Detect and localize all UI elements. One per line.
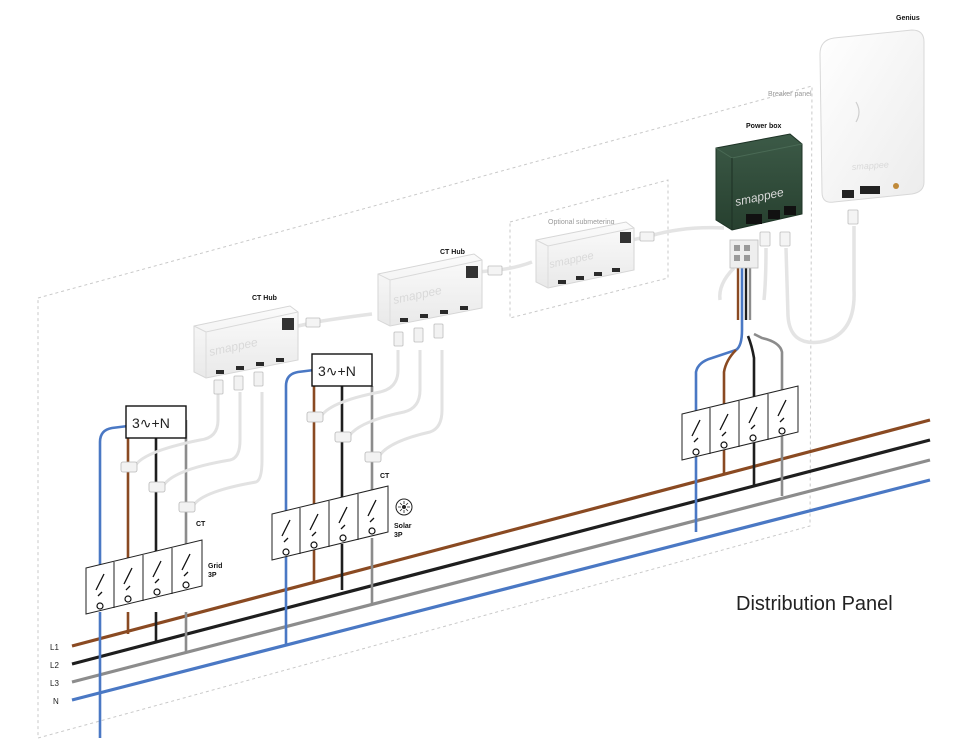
solar-breaker-block	[271, 485, 389, 561]
breaker-panel-label: Breaker panel	[768, 91, 812, 98]
bus-line-n	[71, 478, 931, 702]
solar-three-phase-box	[311, 353, 373, 387]
breaker-switch	[719, 413, 729, 437]
bus-lines	[71, 418, 931, 702]
grid-3p-label: 3P	[208, 572, 217, 579]
breaker-switch	[691, 419, 701, 443]
breaker-switch	[309, 513, 319, 537]
bus-line-l2	[71, 438, 931, 666]
breaker-switch	[748, 406, 758, 430]
sun-icon	[395, 498, 413, 516]
solar-three-phase-label: 3∿+N	[318, 363, 356, 379]
grid-three-phase-box	[125, 405, 187, 439]
breaker-switch	[281, 519, 291, 543]
solar-label: Solar	[394, 523, 412, 530]
grid-breaker-block	[85, 539, 203, 615]
solar-ct-label: CT	[380, 473, 390, 480]
breaker-switch	[123, 567, 133, 591]
breaker-switch	[152, 560, 162, 584]
genius-brand: smappee	[851, 159, 889, 172]
genius-device: smappee	[819, 29, 925, 203]
solar-ct-cables	[318, 350, 444, 459]
bus-label-l2: L2	[50, 661, 59, 670]
ct-hub-left: smappee	[193, 305, 299, 395]
power-box-connector	[729, 239, 759, 269]
ct-hub-left-label: CT Hub	[252, 295, 277, 302]
optional-submetering-outline	[509, 179, 669, 319]
rj-plugs	[305, 209, 859, 328]
breaker-switch	[777, 399, 787, 423]
power-box: smappee	[715, 133, 803, 231]
breaker-switch	[338, 506, 348, 530]
bus-label-n: N	[53, 697, 59, 706]
breaker-switch	[181, 553, 191, 577]
bus-label-l3: L3	[50, 679, 59, 688]
grid-ct-label: CT	[196, 521, 206, 528]
ct-clamp	[334, 431, 352, 443]
grid-wires	[98, 420, 188, 738]
bus-line-l3	[71, 458, 931, 684]
ct-clamp	[364, 451, 382, 463]
grid-ct-clamps	[120, 461, 196, 513]
genius-label: Genius	[896, 15, 920, 22]
ct-hub-right: smappee	[377, 253, 483, 347]
solar-ct-clamps	[306, 411, 382, 463]
ct-clamp	[148, 481, 166, 493]
ct-clamp	[120, 461, 138, 473]
breaker-switch	[95, 573, 105, 597]
ct-clamp	[178, 501, 196, 513]
submetering-hub: smappee	[535, 221, 635, 289]
grid-label: Grid	[208, 563, 222, 570]
powerbox-breaker-block	[681, 385, 799, 461]
solar-3p-label: 3P	[394, 532, 403, 539]
powerbox-wires	[694, 266, 784, 532]
ct-clamp	[306, 411, 324, 423]
optional-submetering-label: Optional submetering	[548, 219, 615, 226]
power-box-label: Power box	[746, 123, 782, 130]
bus-label-l1: L1	[50, 643, 59, 652]
ct-hub-right-label: CT Hub	[440, 249, 465, 256]
grid-three-phase-label: 3∿+N	[132, 415, 170, 431]
grid-ct-cables	[132, 392, 264, 509]
breaker-panel-outline	[37, 85, 813, 739]
solar-wires	[284, 368, 374, 646]
distribution-panel-label: Distribution Panel	[736, 593, 893, 615]
breaker-switch	[367, 499, 377, 523]
bus-line-l1	[71, 418, 931, 648]
